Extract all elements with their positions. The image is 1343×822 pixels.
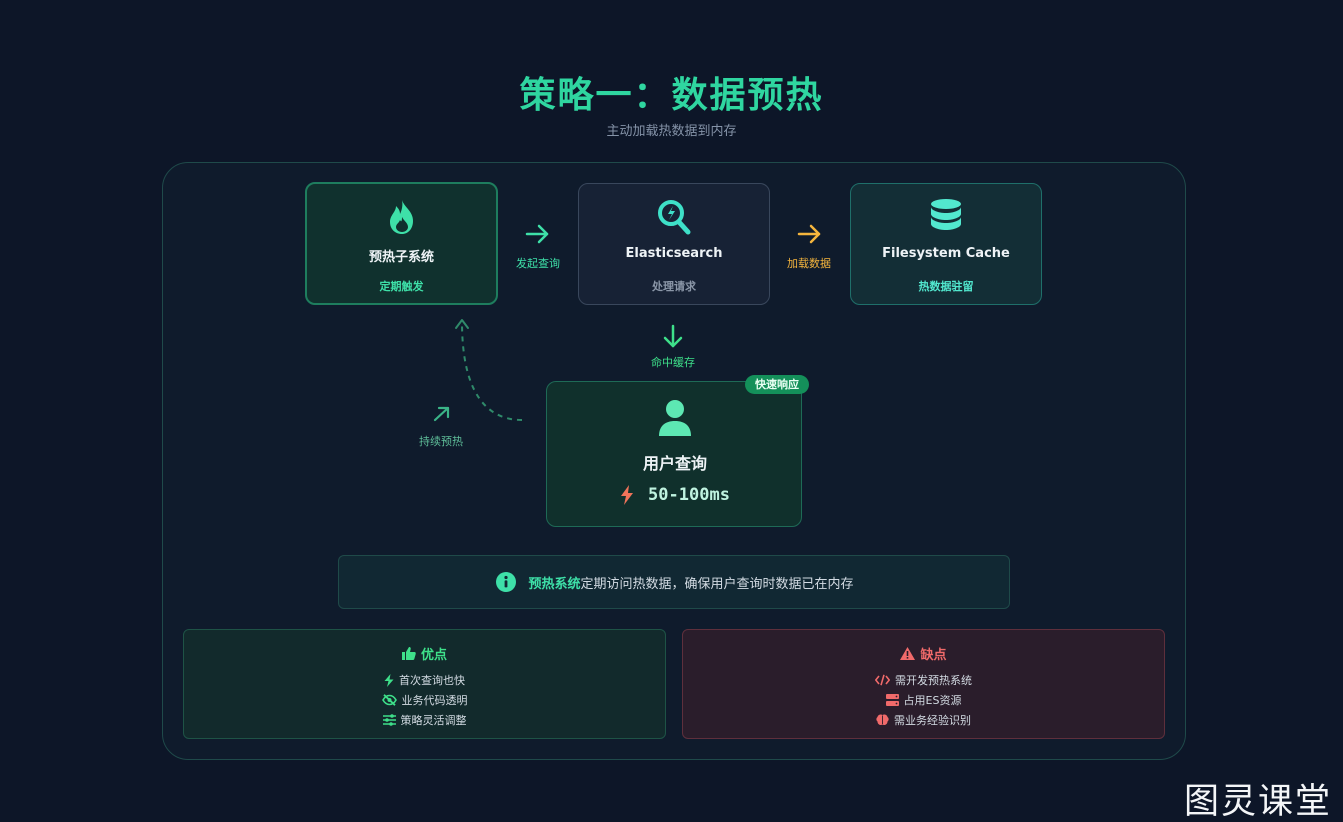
latency-row: 50-100ms [547, 485, 803, 505]
fire-icon [307, 198, 496, 236]
arrow2-label: 加载数据 [787, 257, 831, 270]
thumbs-up-icon [401, 647, 416, 660]
sliders-icon [382, 714, 396, 726]
eye-slash-icon [381, 694, 397, 706]
page-title: 策略一：数据预热 [519, 75, 824, 116]
arrow-right-icon [797, 224, 821, 244]
brain-icon [876, 714, 889, 726]
cons-card: 缺点 需开发预热系统 占用ES资源 需业务经验识别 [682, 629, 1165, 739]
cons-title-row: 缺点 [683, 644, 1164, 663]
page-subtitle: 主动加载热数据到内存 [606, 124, 737, 139]
node-filesystem-cache: Filesystem Cache 热数据驻留 [850, 183, 1042, 305]
arrow1-label: 发起查询 [516, 257, 560, 270]
database-icon [851, 198, 1041, 236]
cons-item-text: 需开发预热系统 [895, 674, 972, 687]
cons-list: 需开发预热系统 占用ES资源 需业务经验识别 [683, 670, 1164, 730]
node-preheat-sub: 定期触发 [379, 280, 424, 293]
pros-title-row: 优点 [184, 644, 665, 663]
node-preheat-name: 预热子系统 [368, 250, 434, 265]
watermark-logo: 图灵课堂 [1184, 782, 1333, 822]
node-es-sub: 处理请求 [652, 280, 696, 293]
list-item: 占用ES资源 [683, 690, 1164, 710]
bolt-icon [621, 485, 634, 505]
node-es-name: Elasticsearch [625, 246, 723, 261]
search-icon [579, 198, 769, 236]
info-row: 预热系统定期访问热数据，确保用户查询时数据已在内存 [339, 572, 1011, 592]
pros-list: 首次查询也快 业务代码透明 策略灵活调整 [184, 670, 665, 730]
user-icon [547, 399, 803, 437]
loop-label: 持续预热 [419, 435, 463, 448]
arrow-down-icon [663, 324, 683, 348]
loop-dashed-arrow [455, 319, 523, 421]
fast-response-badge: 快速响应 [745, 375, 809, 394]
latency-value: 50-100ms [648, 485, 730, 505]
list-item: 需开发预热系统 [683, 670, 1164, 690]
user-query-name: 用户查询 [642, 454, 707, 473]
node-fs-name: Filesystem Cache [882, 246, 1010, 261]
cons-item-text: 需业务经验识别 [894, 714, 971, 727]
list-item: 策略灵活调整 [184, 710, 665, 730]
bolt-icon [384, 673, 394, 687]
arrow-right-icon [525, 224, 549, 244]
info-bar: 预热系统定期访问热数据，确保用户查询时数据已在内存 [338, 555, 1010, 609]
node-fs-sub: 热数据驻留 [918, 280, 974, 293]
list-item: 首次查询也快 [184, 670, 665, 690]
user-query-box: 用户查询 50-100ms [546, 381, 802, 527]
pros-item-text: 首次查询也快 [399, 674, 465, 687]
info-icon [496, 572, 517, 592]
pros-title: 优点 [420, 648, 447, 663]
warning-icon [900, 647, 916, 660]
pros-card: 优点 首次查询也快 业务代码透明 策略灵活调整 [183, 629, 666, 739]
cons-item-text: 占用ES资源 [903, 694, 962, 707]
code-icon [875, 674, 890, 686]
node-preheat-subsystem: 预热子系统 定期触发 [305, 182, 498, 305]
arrow-up-right-icon [433, 406, 450, 422]
server-icon [885, 694, 899, 706]
arrow3-label: 命中缓存 [651, 356, 695, 369]
list-item: 业务代码透明 [184, 690, 665, 710]
info-highlight: 预热系统 [528, 576, 581, 592]
list-item: 需业务经验识别 [683, 710, 1164, 730]
pros-item-text: 业务代码透明 [401, 694, 468, 707]
pros-item-text: 策略灵活调整 [400, 714, 467, 727]
info-text: 定期访问热数据，确保用户查询时数据已在内存 [580, 576, 854, 592]
node-elasticsearch: Elasticsearch 处理请求 [578, 183, 770, 305]
cons-title: 缺点 [920, 648, 947, 663]
